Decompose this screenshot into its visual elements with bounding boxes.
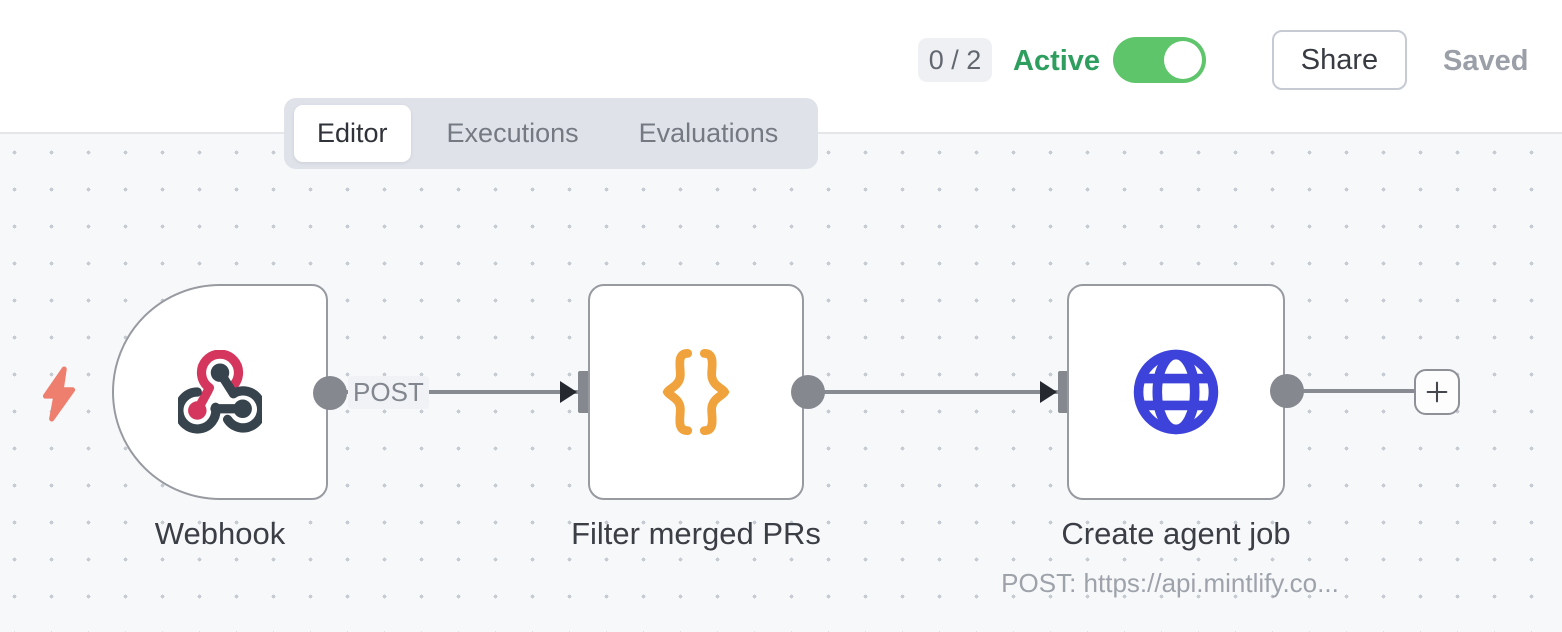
plus-icon	[1426, 381, 1448, 403]
code-braces-icon	[662, 348, 730, 436]
saved-status: Saved	[1443, 45, 1529, 77]
connection-filter-agent[interactable]	[810, 390, 1058, 394]
connection-arrow-icon	[560, 381, 577, 403]
connection-webhook-filter[interactable]	[332, 390, 578, 394]
share-button[interactable]: Share	[1272, 30, 1407, 90]
node-label-create-agent-job: Create agent job	[1061, 516, 1291, 551]
filter-output-port[interactable]	[791, 375, 825, 409]
node-webhook[interactable]	[112, 284, 328, 500]
tab-evaluations[interactable]: Evaluations	[638, 118, 779, 148]
connection-post-label: POST	[348, 376, 429, 409]
agent-output-port[interactable]	[1270, 374, 1304, 408]
node-label-filter: Filter merged PRs	[571, 516, 821, 551]
toggle-knob	[1164, 41, 1202, 79]
webhook-icon	[178, 350, 262, 434]
add-node-button[interactable]	[1414, 369, 1460, 415]
connection-arrow-icon	[1040, 381, 1057, 403]
webhook-output-port[interactable]	[313, 376, 347, 410]
trigger-bolt-icon	[42, 366, 76, 422]
node-label-webhook: Webhook	[154, 516, 286, 551]
view-tabbar: Editor Executions Evaluations	[284, 98, 819, 169]
connection-agent-plus[interactable]	[1289, 389, 1415, 393]
node-filter-merged-prs[interactable]	[588, 284, 804, 500]
active-label: Active	[1013, 45, 1101, 77]
issues-counter-badge: 0 / 2	[918, 38, 992, 82]
tab-editor[interactable]: Editor	[294, 105, 411, 162]
active-toggle[interactable]	[1113, 37, 1206, 83]
node-create-agent-job[interactable]	[1067, 284, 1285, 500]
node-subtitle-create-agent-job: POST: https://api.mintlify.co...	[1001, 568, 1339, 598]
tab-executions[interactable]: Executions	[446, 118, 579, 148]
globe-icon	[1133, 349, 1219, 435]
